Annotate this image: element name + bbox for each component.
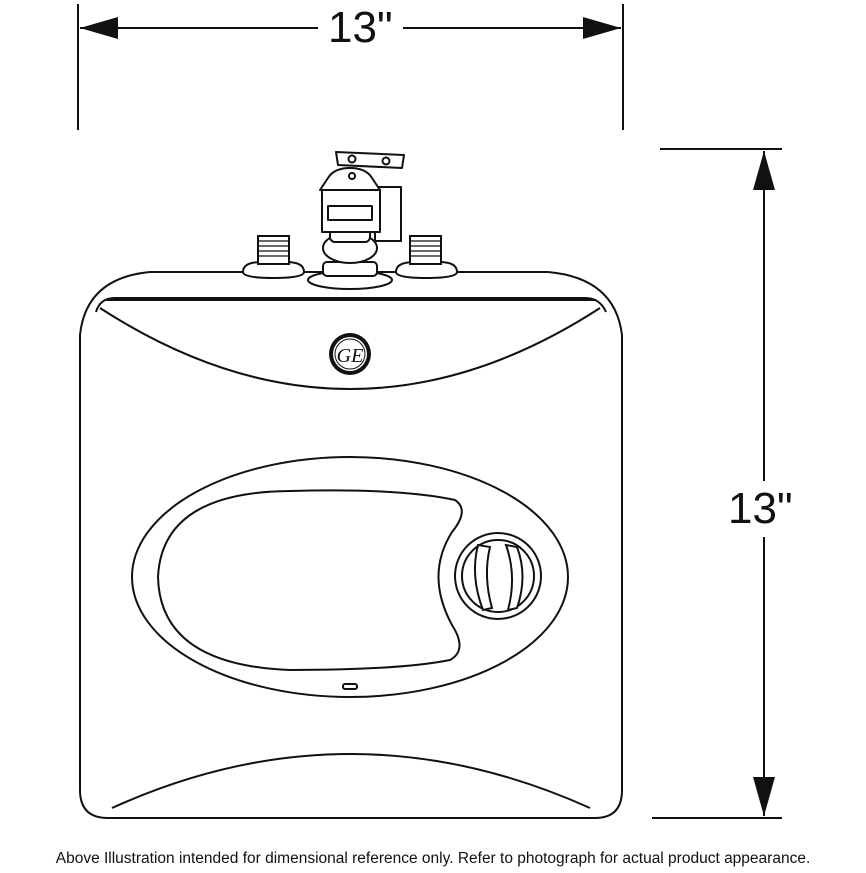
heater-body xyxy=(79,271,623,819)
control-panel-inner-window xyxy=(156,489,463,672)
indicator-light xyxy=(342,683,358,690)
top-edge-line xyxy=(95,297,607,313)
width-arrow-head-right xyxy=(583,17,621,39)
knob-grip-right xyxy=(504,543,524,612)
inlet-fitting xyxy=(241,235,306,280)
top-dome-curve xyxy=(99,307,601,390)
width-arrow-head-left xyxy=(80,17,118,39)
height-dimension-label: 13" xyxy=(726,481,795,537)
height-arrow-head-bottom xyxy=(753,777,775,816)
valve-lever xyxy=(335,151,405,169)
disclaimer-caption: Above Illustration intended for dimensio… xyxy=(55,850,811,867)
width-dimension-label: 13" xyxy=(318,6,403,50)
height-arrow-head-top xyxy=(753,151,775,190)
control-panel xyxy=(131,456,569,698)
thermostat-knob xyxy=(454,532,542,620)
knob-grip-left xyxy=(474,543,494,612)
control-panel-outer-oval xyxy=(131,456,569,698)
valve-body-window xyxy=(327,205,373,221)
height-dimension xyxy=(652,148,782,819)
valve-base-nut xyxy=(322,261,378,277)
bottom-panel-curve xyxy=(111,753,591,809)
relief-valve xyxy=(307,151,405,290)
ge-logo: GE xyxy=(329,333,371,375)
ge-logo-text: GE xyxy=(337,345,364,367)
body-outline xyxy=(79,271,623,819)
outlet-fitting xyxy=(394,235,459,280)
